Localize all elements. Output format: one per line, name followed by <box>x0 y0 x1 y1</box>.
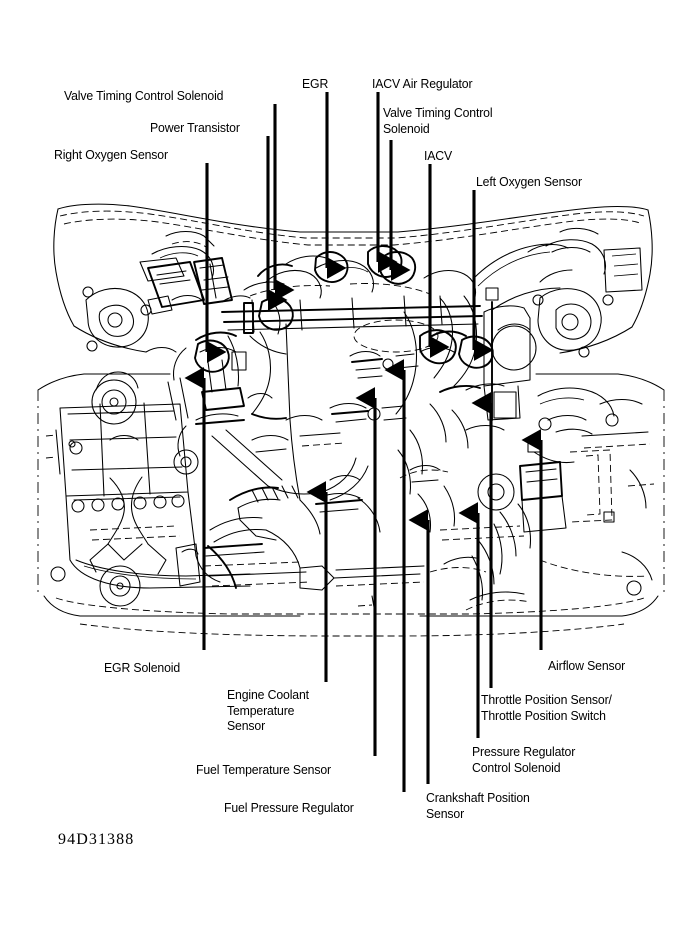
right-hose-routing <box>471 243 653 601</box>
callout-label-airflow-sensor: Airflow Sensor <box>548 658 626 673</box>
callout-label-right-oxygen-sensor: Right Oxygen Sensor <box>54 147 168 162</box>
intake-manifold <box>221 255 483 501</box>
callout-label-iacv: IACV <box>424 148 453 163</box>
callout-label-valve-timing-control-solenoid-right: Valve Timing Control Solenoid <box>64 88 224 103</box>
callout-label-power-transistor: Power Transistor <box>150 120 240 135</box>
right-strut-tower-assembly <box>527 227 643 358</box>
callout-label-throttle-position-sensor-switch: Throttle Position Sensor/Throttle Positi… <box>481 692 612 723</box>
callout-label-left-oxygen-sensor: Left Oxygen Sensor <box>476 174 582 189</box>
left-pulley <box>91 371 141 607</box>
callout-label-fuel-temperature-sensor: Fuel Temperature Sensor <box>196 762 331 777</box>
left-strut-tower-assembly <box>82 230 215 352</box>
callout-label-egr: EGR <box>302 76 329 91</box>
callout-label-iacv-air-regulator: IACV Air Regulator <box>372 76 473 91</box>
vehicle-body-outline <box>37 203 665 637</box>
callout-label-egr-solenoid: EGR Solenoid <box>104 660 181 675</box>
callout-label-fuel-pressure-regulator: Fuel Pressure Regulator <box>224 800 354 815</box>
center-lower-hoses <box>175 429 487 591</box>
figure-id: 94D31388 <box>58 831 135 848</box>
